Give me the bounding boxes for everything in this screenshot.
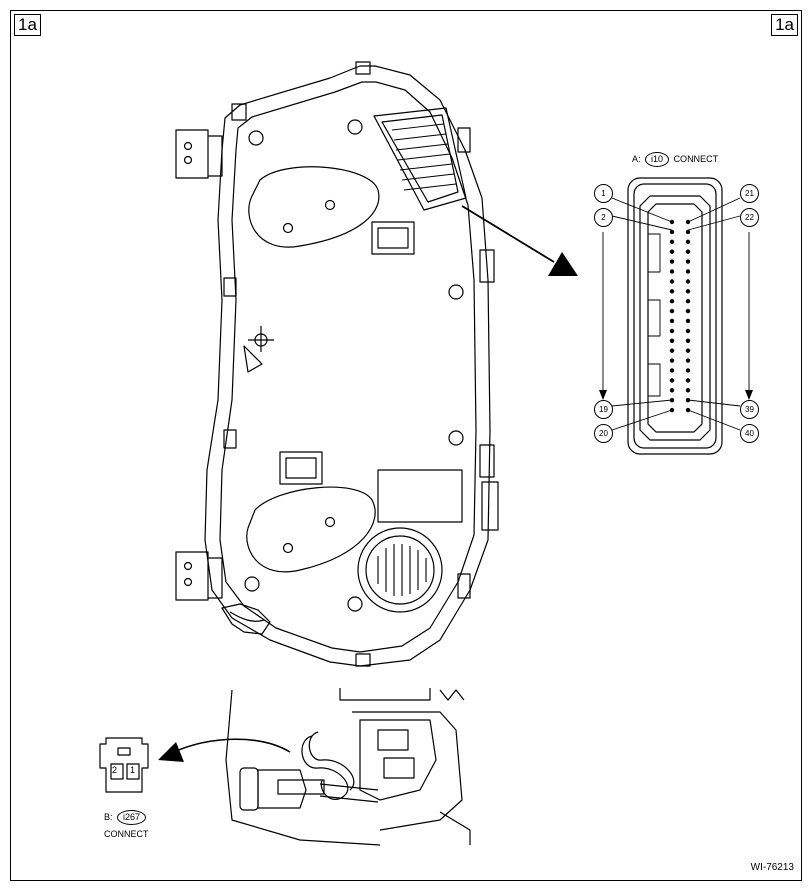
connector-b-detail xyxy=(99,737,149,793)
figure-tag-right: 1a xyxy=(771,14,798,36)
pin-dot xyxy=(669,368,675,373)
connector-b-code: i267 xyxy=(117,810,147,825)
pin-label-19: 19 xyxy=(594,400,613,419)
pin-dot xyxy=(685,378,691,383)
pin-dot xyxy=(669,378,675,383)
arrow-to-connector-a xyxy=(461,205,555,263)
pin-dot xyxy=(685,299,691,304)
pin-dot xyxy=(669,229,675,235)
pin-dot xyxy=(685,348,691,353)
pin-dot xyxy=(669,328,675,334)
connector-b-caption: B: i267 xyxy=(104,810,148,825)
pin-dot xyxy=(669,289,675,294)
pin-label-2: 2 xyxy=(594,208,613,227)
pin-dot xyxy=(685,279,691,284)
pin-dot xyxy=(669,239,675,244)
connector-a-prefix: A: xyxy=(632,154,641,164)
pin-dot xyxy=(685,308,691,314)
figure-tag-left: 1a xyxy=(14,14,41,36)
pin-label-1: 1 xyxy=(594,184,613,203)
pin-dot xyxy=(685,358,691,363)
pin-dot xyxy=(669,299,675,304)
pin-dot xyxy=(669,249,675,254)
connector-b-note: CONNECT xyxy=(104,829,149,839)
pin-dot xyxy=(685,249,691,254)
pin-dot xyxy=(685,289,691,294)
connector-b-location xyxy=(225,688,471,846)
pin-label-21: 21 xyxy=(740,184,759,203)
connector-b-pin-2: 2 xyxy=(112,765,118,775)
pin-dot xyxy=(685,388,691,393)
pin-label-40: 40 xyxy=(740,424,759,443)
figure-code: WI-76213 xyxy=(750,862,794,873)
connector-a-leaders xyxy=(602,197,750,431)
pin-dot xyxy=(669,388,675,393)
pin-dot xyxy=(685,259,691,264)
pin-label-20: 20 xyxy=(594,424,613,443)
pin-dot xyxy=(669,318,675,324)
connector-a-pin-dots xyxy=(669,219,691,413)
pin-dot xyxy=(669,279,675,284)
arrow-to-connector-b xyxy=(173,738,291,753)
combination-meter-housing xyxy=(175,61,499,667)
pin-dot xyxy=(669,308,675,314)
connector-b-prefix: B: xyxy=(104,812,113,822)
connector-b-pin-1: 1 xyxy=(130,765,136,775)
figure-frame xyxy=(10,10,802,881)
pin-dot xyxy=(669,358,675,363)
pin-label-39: 39 xyxy=(740,400,759,419)
connector-a-on-meter xyxy=(373,107,467,211)
pin-dot xyxy=(685,328,691,334)
connector-a-note: CONNECT xyxy=(673,154,719,164)
pin-dot xyxy=(685,318,691,324)
pin-dot xyxy=(685,338,691,343)
pin-dot xyxy=(669,269,675,274)
connector-a-code: i10 xyxy=(645,152,670,167)
pin-dot xyxy=(669,259,675,264)
pin-label-22: 22 xyxy=(740,208,759,227)
pin-dot xyxy=(685,269,691,274)
pin-dot xyxy=(669,348,675,353)
connector-a-caption: A: i10 CONNECT xyxy=(632,152,718,167)
pin-dot xyxy=(685,229,691,235)
connector-a-detail xyxy=(627,177,723,455)
pin-dot xyxy=(669,338,675,343)
pin-dot xyxy=(685,239,691,244)
pin-dot xyxy=(685,368,691,373)
